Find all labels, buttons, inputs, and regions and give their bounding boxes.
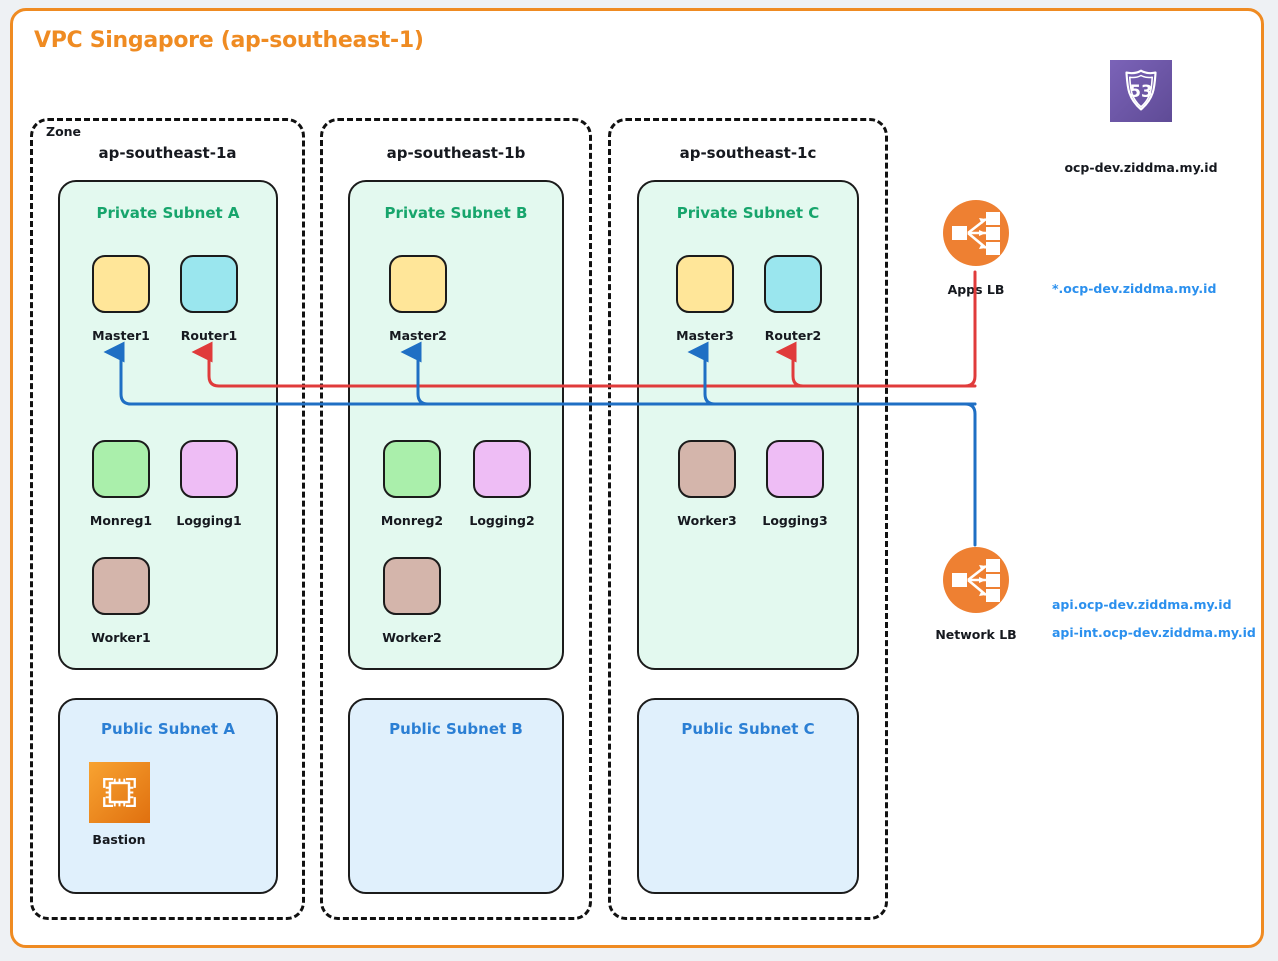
master-node-icon[interactable]	[92, 255, 150, 313]
apps-lb-dns: *.ocp-dev.ziddma.my.id	[1052, 281, 1217, 296]
public-subnet-c: Public Subnet C	[637, 698, 859, 894]
public-subnet-b-title: Public Subnet B	[389, 720, 523, 738]
monitoring-node-icon[interactable]	[92, 440, 150, 498]
logging-node-icon[interactable]	[180, 440, 238, 498]
logging-node-icon[interactable]	[473, 440, 531, 498]
router-node-icon[interactable]	[180, 255, 238, 313]
private-subnet-a: Private Subnet A	[58, 180, 278, 670]
node-label-logging3: Logging3	[762, 513, 828, 528]
node-label-worker2: Worker2	[382, 630, 442, 645]
route53-shield-icon[interactable]: 53	[1110, 60, 1172, 122]
node-label-router1: Router1	[180, 328, 238, 343]
zone-name-a: ap-southeast-1a	[98, 144, 237, 162]
load-balancer-icon[interactable]	[941, 198, 1011, 268]
private-subnet-a-title: Private Subnet A	[96, 204, 240, 222]
network-lb-dns-api: api.ocp-dev.ziddma.my.id	[1052, 597, 1232, 612]
svg-text:53: 53	[1130, 82, 1153, 101]
zone-name-c: ap-southeast-1c	[679, 144, 817, 162]
network-lb-caption: Network LB	[935, 627, 1017, 642]
zone-caption: Zone	[46, 124, 82, 139]
master-node-icon[interactable]	[676, 255, 734, 313]
node-label-worker1: Worker1	[91, 630, 151, 645]
private-subnet-b-title: Private Subnet B	[384, 204, 528, 222]
private-subnet-c: Private Subnet C	[637, 180, 859, 670]
public-subnet-b: Public Subnet B	[348, 698, 564, 894]
public-subnet-c-title: Public Subnet C	[681, 720, 815, 738]
master-node-icon[interactable]	[389, 255, 447, 313]
monitoring-node-icon[interactable]	[383, 440, 441, 498]
route53-caption: ocp-dev.ziddma.my.id	[1064, 160, 1218, 175]
node-label-router2: Router2	[764, 328, 822, 343]
worker-node-icon[interactable]	[678, 440, 736, 498]
private-subnet-b: Private Subnet B	[348, 180, 564, 670]
node-label-logging2: Logging2	[469, 513, 535, 528]
network-lb-dns-api-int: api-int.ocp-dev.ziddma.my.id	[1052, 625, 1256, 640]
node-label-master2: Master2	[389, 328, 447, 343]
worker-node-icon[interactable]	[383, 557, 441, 615]
public-subnet-a-title: Public Subnet A	[101, 720, 235, 738]
public-subnet-a: Public Subnet A	[58, 698, 278, 894]
logging-node-icon[interactable]	[766, 440, 824, 498]
apps-lb-caption: Apps LB	[947, 282, 1005, 297]
router-node-icon[interactable]	[764, 255, 822, 313]
load-balancer-icon[interactable]	[941, 545, 1011, 615]
worker-node-icon[interactable]	[92, 557, 150, 615]
zone-name-b: ap-southeast-1b	[386, 144, 526, 162]
private-subnet-c-title: Private Subnet C	[676, 204, 820, 222]
node-label-master1: Master1	[92, 328, 150, 343]
vpc-title: VPC Singapore (ap-southeast-1)	[34, 28, 424, 53]
node-label-logging1: Logging1	[176, 513, 242, 528]
ec2-instance-icon[interactable]	[89, 762, 150, 823]
node-label-bastion: Bastion	[92, 832, 146, 847]
